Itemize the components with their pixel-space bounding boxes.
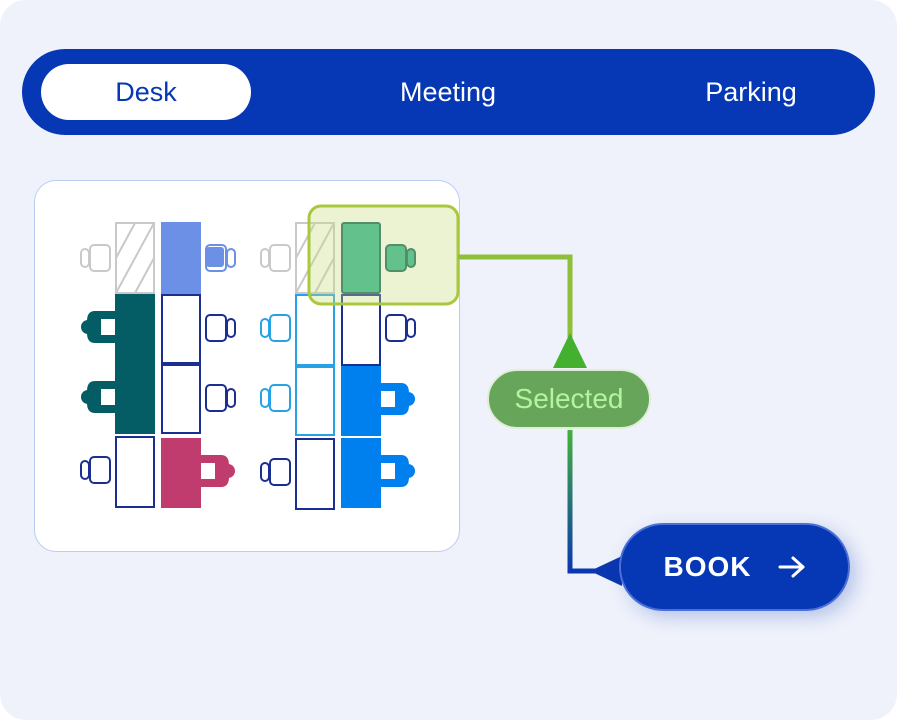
selected-badge: Selected (487, 369, 651, 429)
booking-type-tabs: Desk Meeting Parking (22, 49, 875, 135)
desk-f2-available[interactable] (341, 294, 416, 366)
desk-h2-occupied[interactable] (341, 438, 415, 508)
desk-c2-available[interactable] (161, 364, 236, 434)
book-button[interactable]: BOOK (619, 523, 850, 611)
connector-line-top (458, 254, 573, 340)
desk-f1-available[interactable] (260, 294, 335, 366)
desk-h1-available[interactable] (260, 438, 335, 510)
selection-highlight (307, 204, 460, 306)
desk-b2-available[interactable] (161, 294, 236, 364)
desk-a1-unavailable (80, 222, 155, 294)
desk-e2-selected[interactable] (341, 222, 416, 294)
desk-a2-occupied[interactable] (161, 222, 236, 294)
desk-c1-occupied[interactable] (81, 364, 155, 434)
desk-e1-unavailable (260, 222, 335, 294)
desk-b1-occupied[interactable] (81, 294, 155, 364)
tab-parking[interactable]: Parking (705, 76, 797, 107)
desk-g2-occupied[interactable] (341, 366, 415, 436)
desk-g1-available[interactable] (260, 366, 335, 436)
connector-line-bottom (567, 430, 600, 574)
pointer-right-icon (590, 556, 622, 586)
tab-meeting[interactable]: Meeting (399, 76, 497, 107)
desk-d2-occupied[interactable] (161, 438, 235, 508)
book-button-label: BOOK (663, 551, 752, 582)
floor-plan (34, 180, 460, 552)
floor-plan-map (80, 222, 416, 510)
tab-desk[interactable]: Desk (41, 64, 251, 120)
arrow-right-icon (778, 555, 806, 579)
desk-d1-available[interactable] (80, 436, 155, 508)
pointer-up-icon (553, 333, 587, 368)
